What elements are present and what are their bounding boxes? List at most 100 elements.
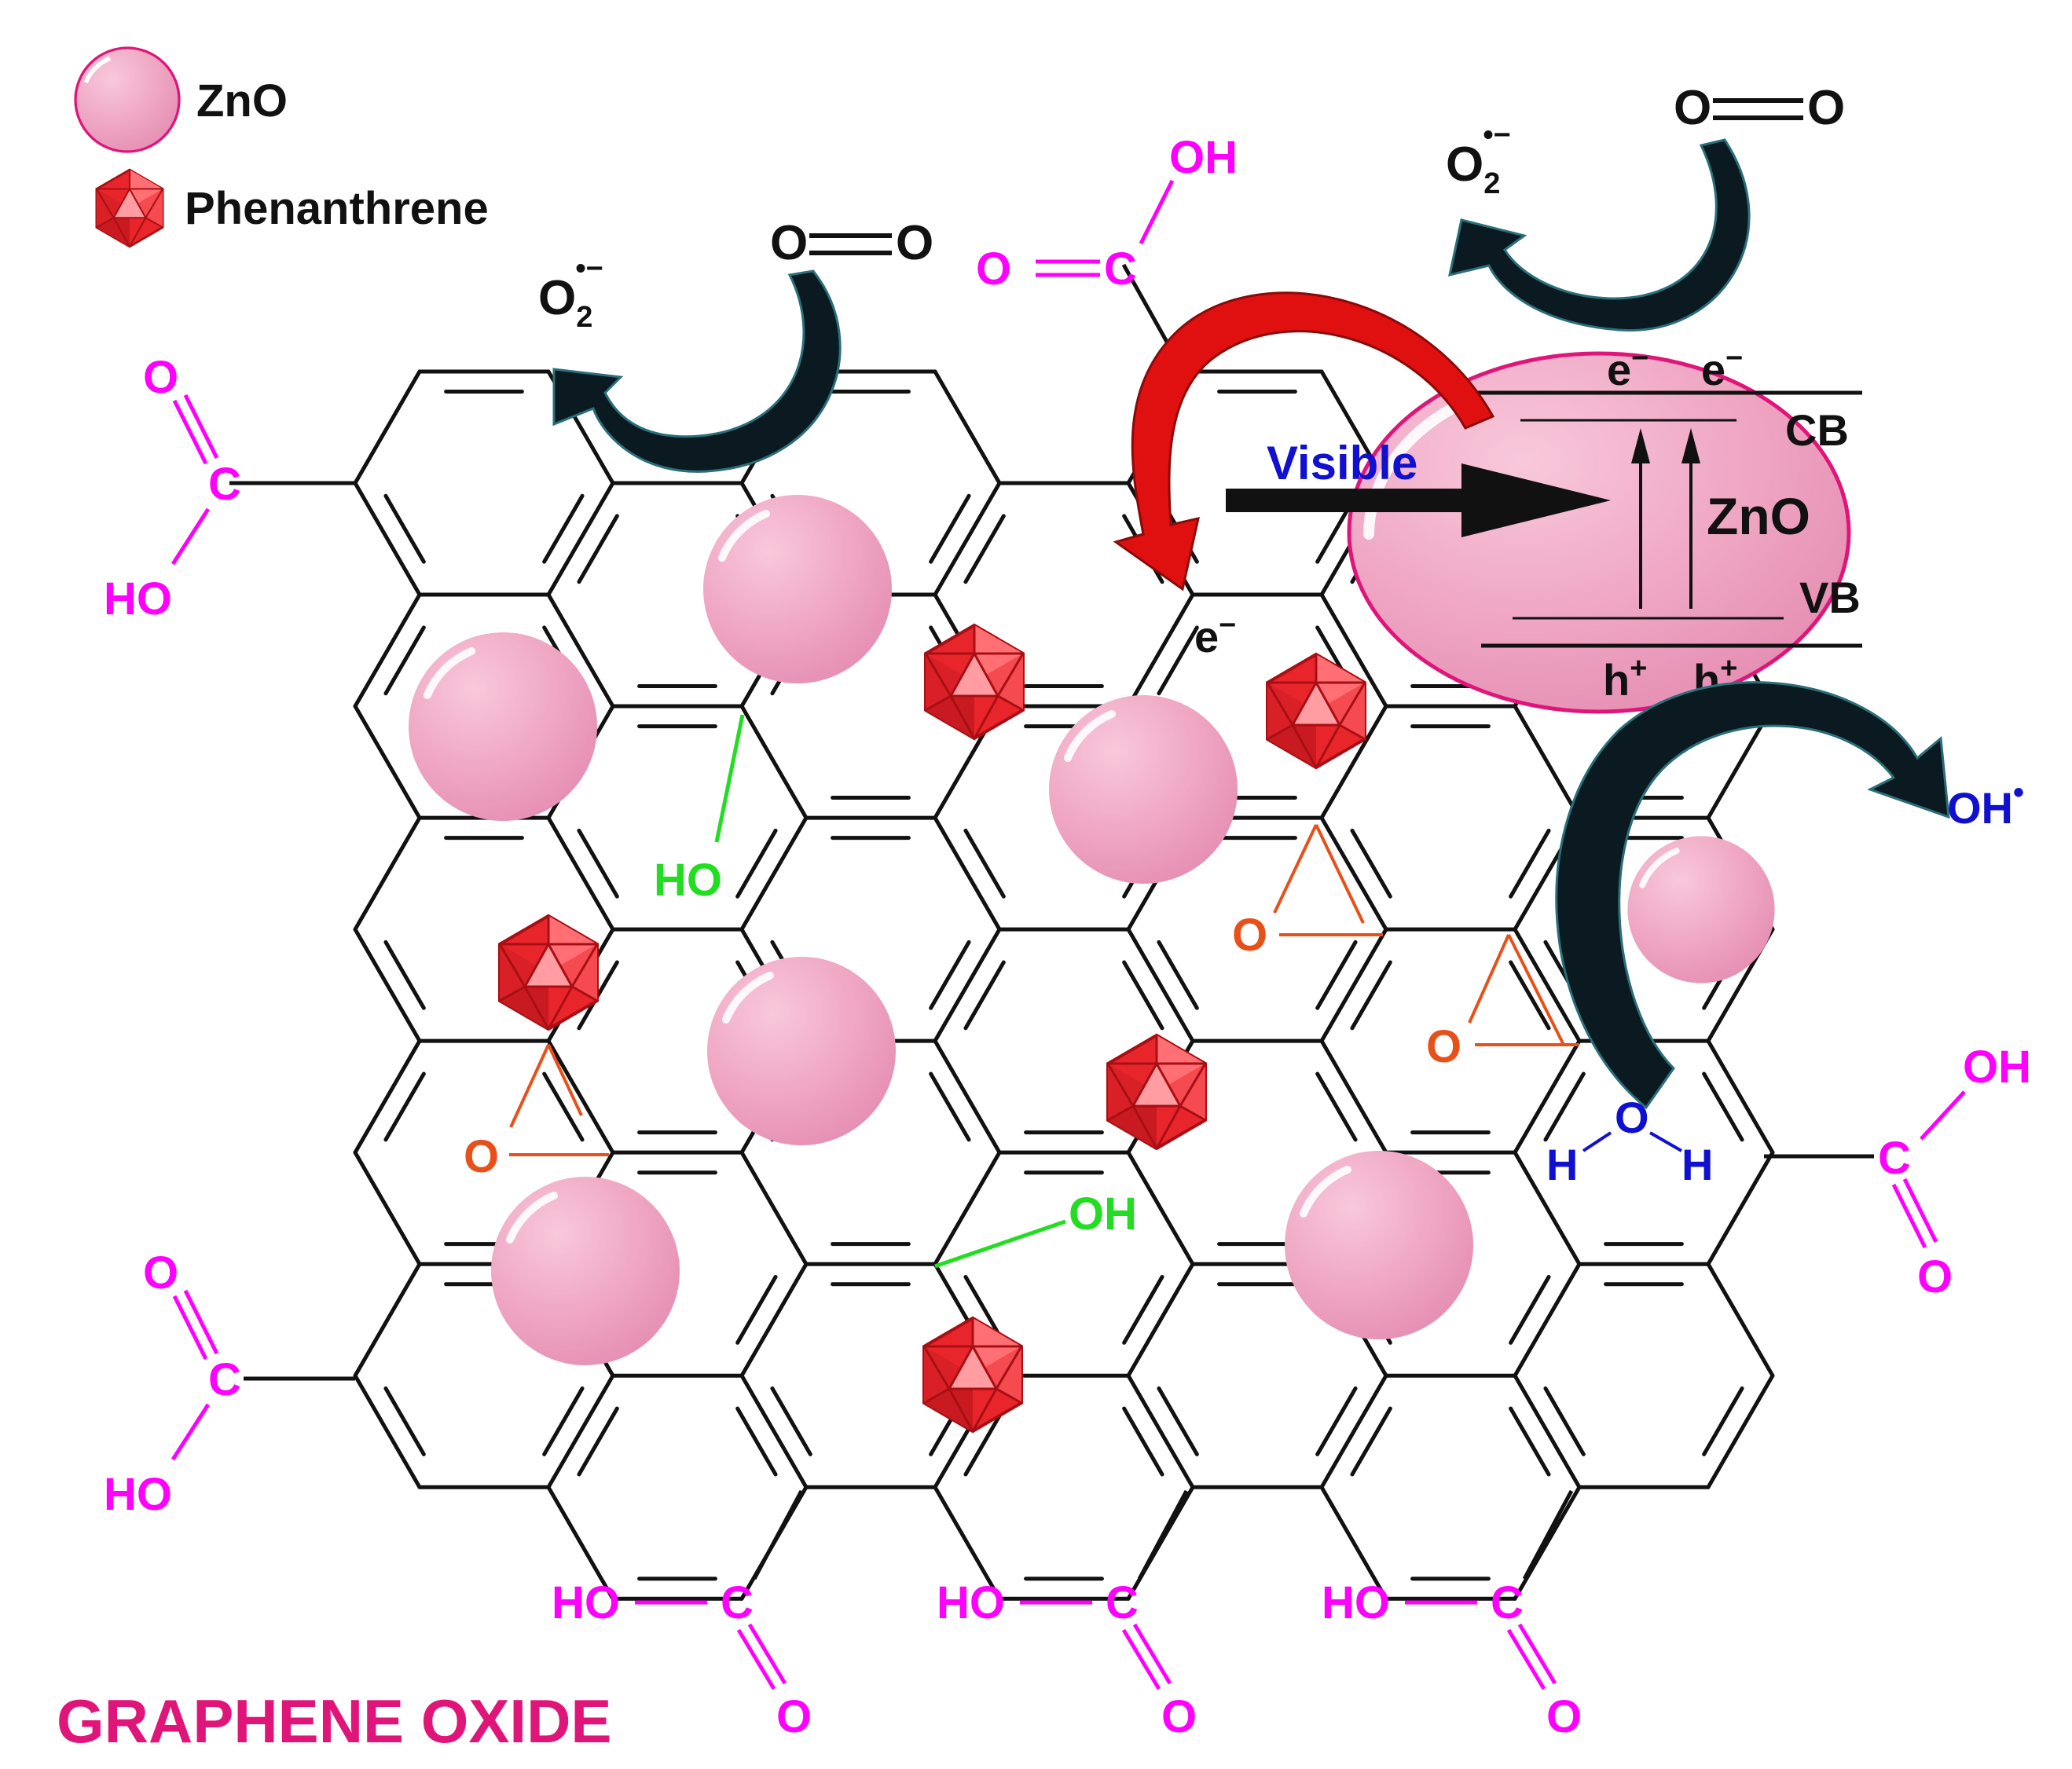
double-bond bbox=[1350, 1406, 1392, 1477]
svg-text:O: O bbox=[1674, 81, 1711, 135]
double-bond bbox=[383, 493, 426, 564]
double-bond bbox=[1315, 1386, 1358, 1456]
double-bond bbox=[1543, 1071, 1586, 1142]
carboxyl-group-right: C OH O bbox=[1764, 1042, 2031, 1302]
carbon-bond bbox=[739, 1262, 809, 1378]
svg-text:Visible: Visible bbox=[1267, 437, 1417, 489]
carbon-bond bbox=[1126, 1373, 1195, 1489]
double-bond bbox=[1702, 1386, 1744, 1456]
double-bond bbox=[1122, 1406, 1164, 1477]
double-bond bbox=[577, 1406, 619, 1477]
double-bond bbox=[929, 1071, 971, 1142]
band-gap-excitation-arrows bbox=[1631, 428, 1700, 609]
carbon-bond bbox=[739, 1150, 809, 1266]
double-bond bbox=[963, 960, 1006, 1031]
double-bond bbox=[929, 939, 971, 1010]
carbon-bond bbox=[353, 1262, 422, 1378]
carbon-bond bbox=[1319, 1373, 1388, 1489]
double-bond bbox=[735, 1275, 778, 1345]
double-bond bbox=[963, 1406, 1006, 1477]
svg-text:C: C bbox=[1106, 1577, 1139, 1628]
double-bond bbox=[577, 514, 619, 584]
carboxyl-group-bottom-1: C HO O bbox=[552, 1489, 812, 1742]
carbon-bond bbox=[739, 815, 809, 932]
svg-text:O: O bbox=[770, 216, 808, 270]
carbon-bond bbox=[1126, 927, 1195, 1043]
cb-electron-1: e− bbox=[1607, 342, 1648, 394]
double-bond bbox=[1350, 828, 1392, 899]
carbon-bond bbox=[1319, 927, 1388, 1043]
carbon-bond bbox=[353, 1150, 422, 1266]
double-bond bbox=[1315, 1071, 1358, 1142]
svg-text:O: O bbox=[1232, 910, 1267, 961]
carbon-bond bbox=[1319, 704, 1388, 820]
carbon-bond bbox=[353, 927, 422, 1043]
double-bond bbox=[770, 1386, 812, 1456]
carbon-bond bbox=[1126, 1262, 1195, 1378]
svg-text:O: O bbox=[143, 352, 178, 403]
water-oxidation-arrow: OH• H O H bbox=[1546, 681, 2024, 1189]
carboxyl-group-top: C O OH bbox=[976, 132, 1238, 357]
svg-text:O: O bbox=[1615, 1093, 1649, 1142]
zno-particle bbox=[703, 495, 892, 683]
svg-text:O: O bbox=[1917, 1251, 1953, 1302]
double-bond bbox=[1157, 625, 1199, 696]
svg-text:H: H bbox=[1546, 1140, 1578, 1189]
double-bond bbox=[963, 514, 1006, 584]
double-bond bbox=[735, 1406, 778, 1477]
zno-particle bbox=[491, 1177, 680, 1365]
svg-text:OH•: OH• bbox=[1947, 775, 2024, 833]
carbon-bond bbox=[1319, 1038, 1388, 1155]
carbon-bond bbox=[1513, 1373, 1582, 1489]
carbon-bond bbox=[546, 592, 615, 709]
double-bond bbox=[383, 1071, 426, 1142]
zno-particle bbox=[1285, 1151, 1473, 1339]
double-bond bbox=[1509, 1275, 1551, 1345]
carbon-bond bbox=[1513, 1262, 1582, 1378]
epoxide-right: O bbox=[1426, 934, 1579, 1072]
carboxyl-group-left-top: C O HO bbox=[104, 352, 355, 624]
svg-text:C: C bbox=[1104, 244, 1137, 295]
double-bond bbox=[1157, 1386, 1199, 1456]
double-bond bbox=[1350, 960, 1392, 1031]
zno-particle bbox=[1627, 836, 1774, 983]
carbon-bond bbox=[353, 481, 422, 597]
double-bond bbox=[542, 1386, 585, 1456]
epoxide-middle: O bbox=[1232, 824, 1383, 961]
carboxyl-group-bottom-3: C HO O bbox=[1322, 1489, 1582, 1742]
svg-text:O: O bbox=[1546, 1691, 1582, 1742]
svg-text:C: C bbox=[208, 1354, 241, 1405]
carbon-bond bbox=[1513, 1485, 1582, 1601]
carbon-bond bbox=[353, 704, 422, 820]
carbon-bond bbox=[1706, 1373, 1775, 1489]
svg-text:OH: OH bbox=[1963, 1042, 2031, 1093]
carbon-bond bbox=[933, 1038, 1002, 1155]
carbon-bond bbox=[933, 927, 1002, 1043]
svg-text:OH: OH bbox=[1169, 132, 1238, 183]
svg-text:HO: HO bbox=[552, 1577, 620, 1628]
svg-text:O: O bbox=[1426, 1021, 1461, 1072]
diagram-title: GRAPHENE OXIDE bbox=[57, 1687, 611, 1756]
svg-text:HO: HO bbox=[1322, 1577, 1390, 1628]
epoxide-left: O bbox=[464, 1044, 609, 1182]
double-bond bbox=[383, 939, 426, 1010]
svg-text:OH: OH bbox=[1069, 1188, 1137, 1240]
oxygen-reduction-arrow-left: O O O2•− bbox=[538, 216, 933, 473]
carbon-bond bbox=[353, 592, 422, 709]
svg-text:O2•−: O2•− bbox=[1446, 119, 1511, 200]
carbon-bond bbox=[933, 1150, 1002, 1266]
double-bond bbox=[542, 1071, 585, 1142]
phenanthrene-molecule bbox=[498, 914, 599, 1031]
carbon-bond bbox=[933, 369, 1002, 485]
svg-text:C: C bbox=[1878, 1133, 1911, 1184]
svg-text:O: O bbox=[776, 1691, 812, 1742]
phenanthrene-molecule bbox=[1106, 1034, 1207, 1150]
carbon-bond bbox=[546, 815, 615, 932]
svg-text:HO: HO bbox=[104, 573, 172, 624]
carbon-bond bbox=[1319, 592, 1388, 709]
double-bond bbox=[1702, 1071, 1744, 1142]
svg-text:HO: HO bbox=[937, 1577, 1005, 1628]
zno-core-label: ZnO bbox=[1707, 487, 1810, 545]
carbon-bond bbox=[546, 1485, 615, 1601]
conduction-band-label: CB bbox=[1785, 405, 1849, 455]
